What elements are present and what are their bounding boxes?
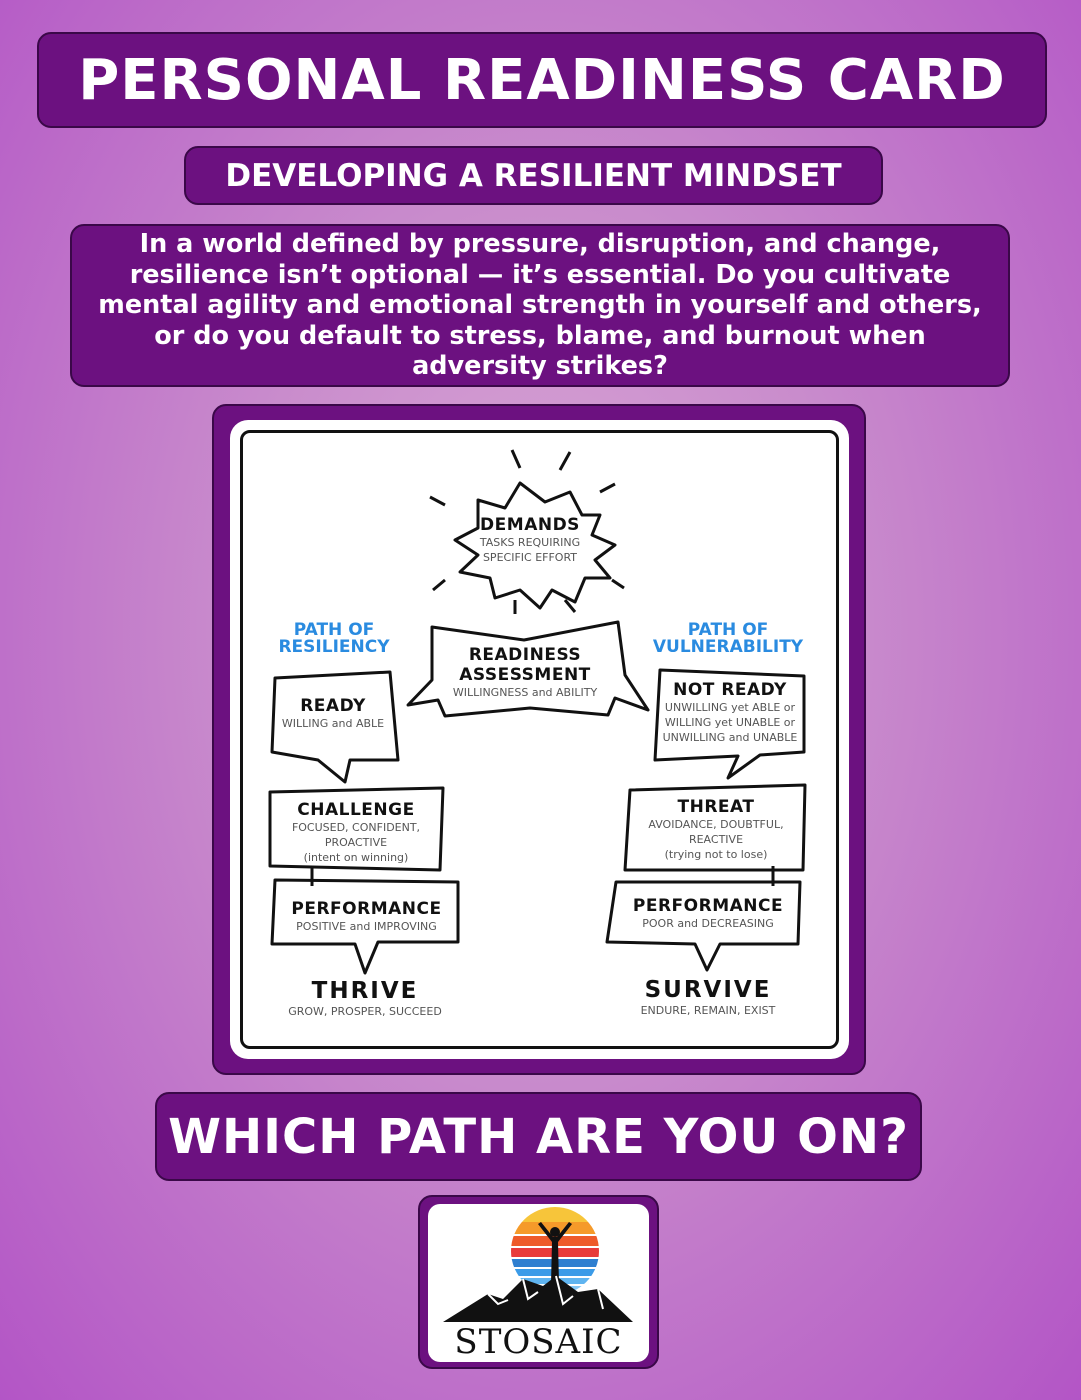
threat-label: THREAT AVOIDANCE, DOUBTFUL, REACTIVE (tr… xyxy=(628,797,804,862)
challenge-title: CHALLENGE xyxy=(297,800,415,820)
perf-right-label: PERFORMANCE POOR and DECREASING xyxy=(616,896,800,931)
path-resiliency-line2: RESILIENCY xyxy=(278,637,390,657)
threat-l2: REACTIVE xyxy=(688,833,744,846)
demands-starburst xyxy=(453,481,617,610)
perf-right-title: PERFORMANCE xyxy=(632,896,784,916)
mountain-icon xyxy=(443,1276,633,1322)
demands-label: DEMANDS TASKS REQUIRING SPECIFIC EFFORT xyxy=(460,515,600,565)
path-vulnerability: PATH OF VULNERABILITY xyxy=(648,622,808,656)
assessment-sub: WILLINGNESS and ABILITY xyxy=(452,686,598,699)
perf-left-box xyxy=(270,878,460,975)
survive-title: SURVIVE xyxy=(644,977,772,1003)
ready-bubble xyxy=(270,670,400,784)
person-icon xyxy=(538,1222,572,1284)
challenge-l2: PROACTIVE xyxy=(324,836,388,849)
logo: STOSAIC xyxy=(428,1204,649,1362)
perf-left-label: PERFORMANCE POSITIVE and IMPROVING xyxy=(275,899,458,934)
challenge-l3: (intent on winning) xyxy=(303,851,409,864)
threat-box xyxy=(623,783,807,872)
perf-right-box xyxy=(605,880,802,972)
survive-label: SURVIVE ENDURE, REMAIN, EXIST xyxy=(620,977,796,1018)
perf-right-sub: POOR and DECREASING xyxy=(642,917,774,930)
threat-l3: (trying not to lose) xyxy=(664,848,768,861)
assessment-label: READINESS ASSESSMENT WILLINGNESS and ABI… xyxy=(430,645,620,700)
intro-text: In a world defined by pressure, disrupti… xyxy=(70,224,1010,387)
thrive-sub: GROW, PROSPER, SUCCEED xyxy=(288,1005,442,1018)
not-ready-label: NOT READY UNWILLING yet ABLE or WILLING … xyxy=(655,680,805,745)
survive-sub: ENDURE, REMAIN, EXIST xyxy=(640,1004,776,1017)
subtitle: DEVELOPING A RESILIENT MINDSET xyxy=(184,146,883,205)
logo-graphic xyxy=(443,1207,633,1322)
question-banner: WHICH PATH ARE YOU ON? xyxy=(155,1092,922,1181)
assessment-line2: ASSESSMENT xyxy=(459,665,591,685)
perf-left-sub: POSITIVE and IMPROVING xyxy=(296,920,437,933)
not-ready-bubble xyxy=(653,668,806,780)
demands-line2: SPECIFIC EFFORT xyxy=(482,551,578,564)
logo-text: STOSAIC xyxy=(454,1322,623,1362)
threat-l1: AVOIDANCE, DOUBTFUL, xyxy=(648,818,784,831)
ready-title: READY xyxy=(300,696,366,716)
path-vulnerability-line1: PATH OF xyxy=(687,620,769,640)
ready-label: READY WILLING and ABLE xyxy=(272,696,394,731)
challenge-label: CHALLENGE FOCUSED, CONFIDENT, PROACTIVE … xyxy=(270,800,442,865)
challenge-l1: FOCUSED, CONFIDENT, xyxy=(291,821,421,834)
thrive-label: THRIVE GROW, PROSPER, SUCCEED xyxy=(275,978,455,1019)
threat-title: THREAT xyxy=(677,797,755,817)
path-vulnerability-line2: VULNERABILITY xyxy=(652,637,804,657)
not-ready-l1: UNWILLING yet ABLE or xyxy=(664,701,796,714)
path-resiliency: PATH OF RESILIENCY xyxy=(264,622,404,656)
thrive-title: THRIVE xyxy=(311,978,419,1004)
not-ready-l3: UNWILLING and UNABLE xyxy=(662,731,798,744)
diagram-border xyxy=(240,430,839,1049)
challenge-box xyxy=(268,786,445,872)
assessment-shape xyxy=(406,620,650,718)
not-ready-title: NOT READY xyxy=(673,680,787,700)
assessment-line1: READINESS xyxy=(468,645,582,665)
demands-line1: TASKS REQUIRING xyxy=(479,536,581,549)
ready-sub: WILLING and ABLE xyxy=(281,717,385,730)
path-resiliency-line1: PATH OF xyxy=(293,620,375,640)
perf-left-title: PERFORMANCE xyxy=(291,899,442,919)
demands-title: DEMANDS xyxy=(480,515,580,535)
page-title: PERSONAL READINESS CARD xyxy=(37,32,1047,128)
not-ready-l2: WILLING yet UNABLE or xyxy=(664,716,796,729)
